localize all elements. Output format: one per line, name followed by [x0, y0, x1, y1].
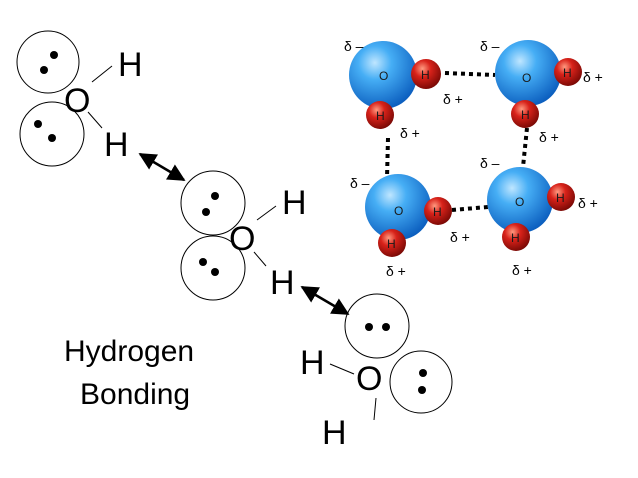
water-sphere-model: O H H [487, 167, 575, 251]
oxygen-sphere [349, 41, 417, 109]
hydrogen-label: H [563, 66, 572, 80]
hydrogen-bond-dotted [451, 205, 489, 212]
hydrogen-label: H [433, 205, 442, 219]
electron-dot [382, 323, 390, 331]
oxygen-label: O [64, 82, 90, 120]
lone-pair-orbital [19, 101, 85, 167]
partial-positive-label: δ + [539, 129, 559, 145]
oxygen-label: O [356, 360, 382, 398]
bond-line [87, 111, 103, 129]
hydrogen-bond-dotted [444, 71, 496, 77]
bond-line [329, 363, 355, 375]
partial-positive-label: δ + [450, 229, 470, 245]
hydrogen-label: H [376, 109, 385, 123]
hydrogen-label: H [322, 414, 347, 452]
hydrogen-label: H [282, 184, 307, 222]
partial-positive-label: δ + [400, 125, 420, 141]
lone-pair-orbital [180, 235, 246, 301]
hydrogen-bond-arrow [138, 152, 186, 182]
hydrogen-label: H [104, 126, 129, 164]
hydrogen-sphere [554, 58, 582, 86]
water-sphere-model: O H H [495, 40, 582, 128]
hydrogen-sphere [547, 183, 575, 211]
partial-positive-label: δ + [443, 91, 463, 107]
oxygen-label: O [379, 69, 388, 83]
hydrogen-label: H [556, 191, 565, 205]
hydrogen-label: H [270, 264, 295, 302]
oxygen-sphere [365, 174, 431, 240]
water-molecule-1: O H H [16, 30, 143, 167]
hydrogen-bond-dotted [385, 137, 390, 179]
hydrogen-sphere [378, 229, 406, 257]
lone-pair-orbital [180, 170, 246, 236]
water-molecule-3: O H H [300, 293, 453, 452]
electron-dot [418, 386, 426, 394]
oxygen-label: O [229, 220, 255, 258]
hydrogen-label: H [511, 231, 520, 245]
lone-pair-orbital [16, 30, 80, 94]
hydrogen-sphere [366, 101, 394, 129]
electron-dot [211, 268, 219, 276]
title-line-2: Bonding [80, 378, 190, 411]
bond-line [256, 205, 277, 221]
lone-pair-orbital [389, 350, 453, 414]
title-line-1: Hydrogen [64, 335, 194, 368]
water-sphere-model: O H H [365, 174, 452, 257]
partial-positive-label: δ + [583, 69, 603, 85]
electron-dot [365, 323, 373, 331]
hydrogen-sphere [424, 197, 452, 225]
electron-dot [419, 369, 427, 377]
hydrogen-label: H [421, 68, 430, 82]
oxygen-label: O [522, 71, 531, 85]
water-sphere-model: O H H [349, 41, 441, 129]
bond-line [253, 251, 267, 267]
hydrogen-bond-arrow [300, 285, 350, 316]
hydrogen-sphere [411, 59, 441, 89]
oxygen-label: O [515, 195, 524, 209]
electron-dot [50, 51, 58, 59]
bond-line [373, 397, 377, 421]
electron-dot [211, 192, 219, 200]
electron-dot [40, 66, 48, 74]
hydrogen-label: H [300, 344, 325, 382]
hydrogen-sphere [502, 223, 530, 251]
hydrogen-label: H [387, 237, 396, 251]
hydrogen-label: H [118, 46, 143, 84]
water-tetramer-3d: O H H O H H O H H O H H [344, 38, 603, 279]
electron-dot [202, 208, 210, 216]
bond-line [91, 65, 113, 83]
water-molecule-2: O H H [180, 170, 307, 302]
hydrogen-sphere [511, 100, 539, 128]
hydrogen-bond-dotted [521, 127, 529, 168]
partial-positive-label: δ + [386, 263, 406, 279]
electron-dot [34, 120, 42, 128]
oxygen-sphere [495, 40, 561, 106]
electron-dot [48, 134, 56, 142]
hydrogen-label: H [521, 108, 530, 122]
partial-negative-label: δ – [480, 155, 500, 171]
electron-dot [199, 258, 207, 266]
partial-negative-label: δ – [350, 175, 370, 191]
partial-negative-label: δ – [480, 38, 500, 54]
oxygen-label: O [394, 204, 403, 218]
oxygen-sphere [487, 167, 553, 233]
partial-negative-label: δ – [344, 38, 364, 54]
partial-positive-label: δ + [512, 262, 532, 278]
lone-pair-orbital [344, 293, 410, 359]
partial-positive-label: δ + [578, 195, 598, 211]
